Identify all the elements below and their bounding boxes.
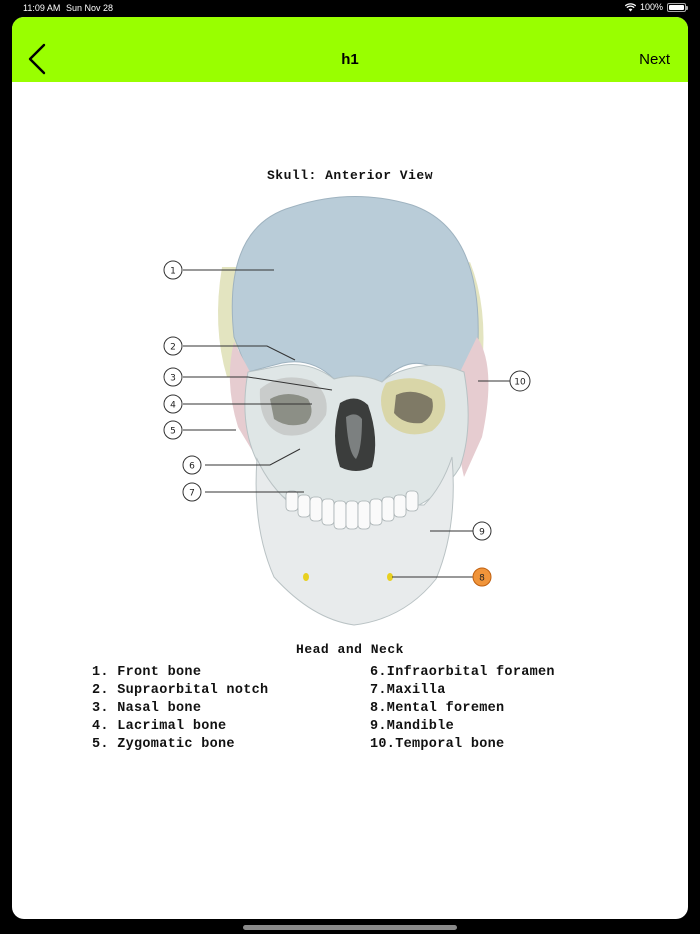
callout-10: 10 bbox=[514, 378, 526, 388]
legend-item: 9.Mandible bbox=[370, 719, 455, 734]
legend-left: 1. Front bone 2. Supraorbital notch 3. N… bbox=[92, 664, 268, 754]
legend-item: 1. Front bone bbox=[92, 665, 202, 680]
legend-item: 8.Mental foremen bbox=[370, 701, 505, 716]
callout-5: 5 bbox=[170, 427, 176, 437]
figure-title: Skull: Anterior View bbox=[266, 168, 434, 183]
legend-right: 6.Infraorbital foramen 7.Maxilla 8.Menta… bbox=[370, 664, 555, 754]
status-right-group: 100% bbox=[624, 2, 688, 12]
legend-item: 6.Infraorbital foramen bbox=[370, 665, 555, 680]
battery-icon bbox=[667, 2, 688, 12]
legend-item: 4. Lacrimal bone bbox=[92, 719, 227, 734]
callout-3: 3 bbox=[170, 374, 176, 384]
wifi-icon bbox=[624, 2, 636, 11]
status-time: 11:09 AM bbox=[23, 3, 61, 13]
battery-percent: 100% bbox=[639, 2, 663, 12]
navigation-bar: h1 Next bbox=[12, 17, 688, 82]
home-indicator[interactable] bbox=[243, 925, 457, 930]
figure-subtitle: Head and Neck bbox=[296, 642, 404, 657]
legend-item: 2. Supraorbital notch bbox=[92, 683, 269, 698]
callout-9: 9 bbox=[479, 528, 485, 538]
page-title: h1 bbox=[341, 51, 359, 68]
status-bar: 11:09 AM Sun Nov 28 100% bbox=[0, 0, 700, 17]
callout-8: 8 bbox=[479, 574, 485, 584]
callout-6: 6 bbox=[189, 462, 195, 472]
callout-1: 1 bbox=[170, 267, 176, 277]
callout-2: 2 bbox=[170, 343, 176, 353]
legend-item: 5. Zygomatic bone bbox=[92, 737, 235, 752]
skull-figure: Skull: Anterior View bbox=[12, 82, 688, 919]
callout-7: 7 bbox=[189, 489, 195, 499]
modal-sheet: h1 Next Skull: Anterior View bbox=[12, 17, 688, 919]
legend-item: 10.Temporal bone bbox=[370, 737, 505, 752]
legend-item: 7.Maxilla bbox=[370, 683, 446, 698]
callout-4: 4 bbox=[170, 401, 176, 411]
status-date: Sun Nov 28 bbox=[66, 3, 114, 13]
skull-illustration: 1 2 3 4 5 6 7 8 9 10 bbox=[163, 196, 531, 626]
legend-item: 3. Nasal bone bbox=[92, 701, 202, 716]
back-button[interactable] bbox=[24, 40, 52, 76]
chevron-left-icon bbox=[28, 43, 46, 75]
next-button[interactable]: Next bbox=[639, 51, 670, 68]
